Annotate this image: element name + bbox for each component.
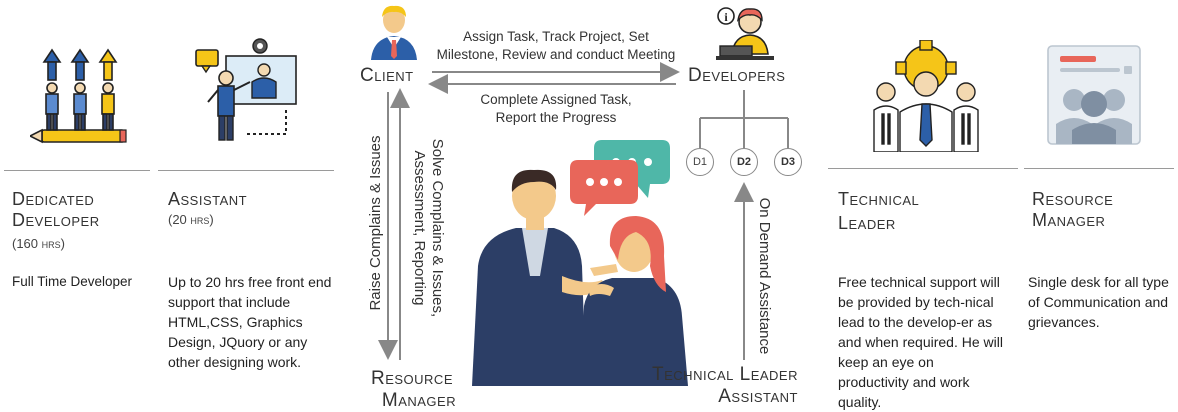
dedicated-hours: (160 hrs) bbox=[12, 236, 65, 251]
client-to-dev-line2: Milestone, Review and conduct Meeting bbox=[436, 47, 676, 62]
client-to-dev-label: Assign Task, Track Project, Set Mileston… bbox=[420, 28, 692, 64]
client-avatar-icon bbox=[367, 2, 421, 60]
tech-leader-assistant-line2: Assistant bbox=[718, 386, 798, 407]
dev-to-client-line2: Report the Progress bbox=[495, 110, 617, 125]
solve-complains-line2: Assessment, Reporting bbox=[411, 150, 428, 306]
dev-to-client-label: Complete Assigned Task, Report the Progr… bbox=[440, 91, 672, 127]
dedicated-title-line2: Developer bbox=[12, 210, 100, 230]
tech-leader-assistant-diagram-label: Technical Leader Assistant bbox=[622, 364, 798, 408]
developer-avatar-icon: i bbox=[716, 4, 774, 62]
technical-leader-divider bbox=[828, 168, 1018, 169]
assistant-title: Assistant bbox=[168, 189, 248, 209]
resource-manager-description: Single desk for all type of Communicatio… bbox=[1028, 274, 1169, 330]
raise-complains-label: Raise Complains & Issues bbox=[367, 135, 384, 311]
tech-leader-assistant-line1: Technical Leader bbox=[652, 364, 798, 385]
assistant-description: Up to 20 hrs free front end support that… bbox=[168, 274, 332, 370]
assistant-hours: (20 hrs) bbox=[168, 212, 214, 227]
assistant-divider bbox=[158, 170, 334, 171]
technical-leader-icon bbox=[870, 40, 982, 152]
resource-manager-diagram-label: Resource Manager bbox=[362, 368, 462, 412]
dev-node-d3: D3 bbox=[774, 148, 802, 176]
dev-to-client-line1: Complete Assigned Task, bbox=[480, 92, 632, 107]
developers-label: Developers bbox=[688, 65, 786, 86]
resource-manager-title-line1: Resource bbox=[1032, 189, 1114, 209]
resource-manager-diagram-line1: Resource bbox=[370, 368, 453, 389]
dev-node-d1: D1 bbox=[686, 148, 714, 176]
technical-leader-title-line2: Leader bbox=[838, 213, 896, 233]
resource-manager-diagram-line2: Manager bbox=[381, 390, 457, 411]
svg-text:i: i bbox=[724, 10, 728, 24]
resource-manager-title-line2: Manager bbox=[1032, 210, 1106, 230]
assistant-icon bbox=[190, 38, 300, 148]
conversation-illustration bbox=[470, 136, 690, 386]
dedicated-title-line1: Dedicated bbox=[12, 189, 95, 209]
resource-manager-divider bbox=[1024, 168, 1174, 169]
technical-leader-description: Free technical support will be provided … bbox=[838, 274, 1003, 410]
technical-leader-title-line1: Technical bbox=[838, 189, 920, 209]
dev-node-d2: D2 bbox=[730, 148, 758, 176]
dedicated-divider bbox=[4, 170, 150, 171]
solve-complains-label: Solve Complains & Issues, Assessment, Re… bbox=[410, 128, 446, 328]
client-to-dev-line1: Assign Task, Track Project, Set bbox=[463, 29, 649, 44]
on-demand-label: On Demand Assistance bbox=[756, 197, 773, 355]
solve-complains-line1: Solve Complains & Issues, bbox=[429, 138, 446, 318]
dedicated-developer-icon bbox=[30, 42, 130, 152]
dedicated-description: Full Time Developer bbox=[12, 274, 133, 289]
client-label: Client bbox=[360, 65, 414, 86]
resource-manager-icon bbox=[1044, 44, 1144, 148]
